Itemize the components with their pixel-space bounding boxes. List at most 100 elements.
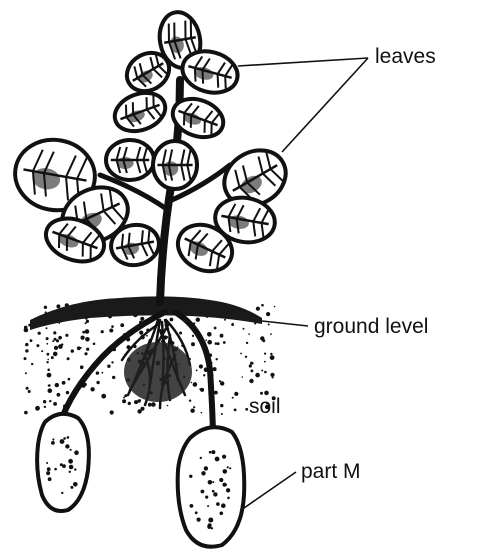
soil-speck bbox=[213, 367, 217, 371]
tuber-speck bbox=[223, 469, 228, 474]
soil-speck bbox=[221, 413, 223, 415]
soil-speck bbox=[25, 343, 28, 346]
soil-speck bbox=[166, 336, 168, 338]
tuber-speck bbox=[74, 450, 79, 455]
soil-speck bbox=[82, 331, 85, 334]
soil-speck bbox=[139, 331, 143, 335]
soil-speck bbox=[148, 403, 152, 407]
soil-speck bbox=[26, 387, 29, 390]
tuber-speck bbox=[68, 459, 73, 464]
soil-speck bbox=[246, 342, 248, 344]
soil-speck bbox=[107, 365, 110, 368]
soil-speck bbox=[255, 373, 260, 378]
label-part-m: part M bbox=[301, 461, 361, 482]
soil-speck bbox=[61, 343, 63, 345]
soil-speck bbox=[53, 352, 58, 357]
soil-speck bbox=[24, 328, 29, 333]
soil-speck bbox=[120, 323, 124, 327]
soil-speck bbox=[264, 361, 266, 363]
soil-speck bbox=[270, 353, 272, 355]
soil-speck bbox=[217, 342, 220, 345]
soil-speck bbox=[214, 391, 218, 395]
soil-speck bbox=[44, 406, 46, 408]
soil-speck bbox=[140, 317, 144, 321]
soil-speck bbox=[46, 343, 48, 345]
soil-speck bbox=[248, 333, 250, 335]
soil-speck bbox=[249, 364, 252, 367]
soil-speck bbox=[270, 373, 274, 377]
soil-speck bbox=[141, 407, 145, 411]
tuber-speck bbox=[65, 444, 69, 448]
tuber-speck bbox=[69, 465, 74, 470]
soil-speck bbox=[85, 337, 90, 342]
soil-speck bbox=[232, 397, 234, 399]
soil-speck bbox=[167, 405, 169, 407]
pointer-leaves-lower bbox=[282, 58, 368, 152]
soil-speck bbox=[85, 329, 90, 334]
soil-speck bbox=[81, 337, 84, 340]
soil-speck bbox=[134, 400, 138, 404]
soil-speck bbox=[193, 382, 198, 387]
tuber-speck bbox=[222, 455, 226, 459]
tuber-speck bbox=[212, 490, 215, 493]
soil-speck bbox=[101, 394, 106, 399]
soil-speck bbox=[128, 402, 131, 405]
tuber-speck bbox=[219, 478, 223, 482]
soil-speck bbox=[56, 304, 60, 308]
tuber-speck bbox=[207, 525, 211, 529]
soil-speck bbox=[96, 381, 99, 384]
soil-speck bbox=[193, 406, 195, 408]
tuber-speck bbox=[221, 503, 226, 508]
tuber-speck bbox=[229, 467, 231, 469]
tuber-speck bbox=[226, 488, 230, 492]
tuber-speck bbox=[46, 471, 50, 475]
tuber-speck bbox=[51, 441, 55, 445]
soil-speck bbox=[261, 304, 264, 307]
tuber-speck bbox=[189, 475, 192, 478]
tuber-speck bbox=[70, 486, 73, 489]
soil-speck bbox=[25, 372, 27, 374]
soil-speck bbox=[71, 349, 74, 352]
soil-speck bbox=[256, 307, 260, 311]
tuber-speck bbox=[213, 451, 215, 453]
soil-speck bbox=[192, 335, 194, 337]
soil-speck bbox=[205, 339, 207, 341]
tuber-speck bbox=[216, 502, 220, 506]
soil-speck bbox=[249, 379, 253, 383]
tuber-speck bbox=[201, 490, 205, 494]
soil-speck bbox=[49, 400, 51, 402]
soil-speck bbox=[240, 353, 242, 355]
soil-speck bbox=[48, 388, 53, 393]
soil-speck bbox=[111, 361, 113, 363]
soil-speck bbox=[58, 336, 62, 340]
soil-speck bbox=[201, 412, 203, 414]
tuber-speck bbox=[63, 437, 66, 440]
soil-speck bbox=[190, 409, 194, 413]
soil-speck bbox=[110, 410, 114, 414]
soil-speck bbox=[191, 342, 195, 346]
soil-speck bbox=[122, 399, 126, 403]
soil-speck bbox=[251, 362, 253, 364]
leaf bbox=[153, 141, 197, 189]
tuber-speck bbox=[207, 505, 209, 507]
soil-speck bbox=[123, 397, 125, 399]
soil-speck bbox=[68, 378, 71, 381]
soil-speck bbox=[203, 374, 205, 376]
soil-speck bbox=[146, 335, 148, 337]
soil-speck bbox=[54, 338, 57, 341]
soil-speck bbox=[270, 333, 272, 335]
soil-speck bbox=[112, 376, 115, 379]
soil-speck bbox=[24, 411, 28, 415]
tuber-speck bbox=[61, 492, 63, 494]
soil-speck bbox=[234, 392, 238, 396]
soil-speck bbox=[38, 332, 41, 335]
soil-speck bbox=[245, 356, 247, 358]
soil-speck bbox=[55, 383, 59, 387]
soil-speck bbox=[53, 331, 56, 334]
soil-speck bbox=[260, 336, 264, 340]
soil-speck bbox=[220, 381, 224, 385]
soil-speck bbox=[231, 323, 234, 326]
soil-speck bbox=[214, 327, 217, 330]
tuber-speck bbox=[200, 457, 202, 459]
